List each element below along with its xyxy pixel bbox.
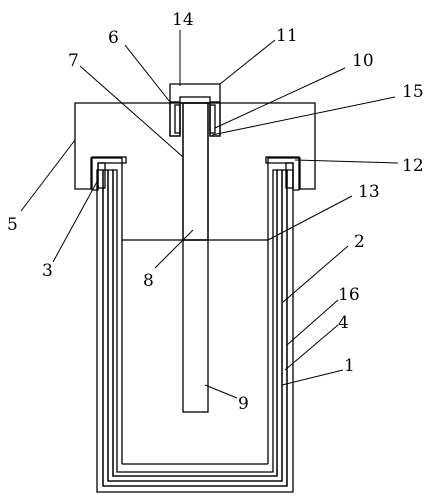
tube xyxy=(182,102,209,241)
label-13: 13 xyxy=(358,182,380,202)
cap xyxy=(169,83,221,137)
label-14: 14 xyxy=(172,10,194,30)
label-5: 5 xyxy=(7,215,18,235)
leader-lines xyxy=(20,30,399,399)
label-7: 7 xyxy=(68,51,79,71)
lid xyxy=(74,102,316,241)
label-1: 1 xyxy=(344,356,355,376)
label-15: 15 xyxy=(402,82,424,102)
inner-layer xyxy=(107,169,283,482)
filter-rod xyxy=(182,239,209,413)
label-11: 11 xyxy=(276,26,298,46)
label-12: 12 xyxy=(402,156,424,176)
inner-liner xyxy=(112,169,278,477)
label-2: 2 xyxy=(354,232,365,252)
label-8: 8 xyxy=(143,271,154,291)
label-6: 6 xyxy=(108,28,119,48)
label-16: 16 xyxy=(338,285,360,305)
label-10: 10 xyxy=(352,51,374,71)
label-4: 4 xyxy=(338,313,349,333)
cap-gasket xyxy=(179,96,211,104)
label-9: 9 xyxy=(238,394,249,414)
outer-insulation-layer xyxy=(96,169,294,493)
label-3: 3 xyxy=(42,261,53,281)
right-seal-ring xyxy=(265,156,300,191)
cup-wall-layer xyxy=(102,169,288,487)
